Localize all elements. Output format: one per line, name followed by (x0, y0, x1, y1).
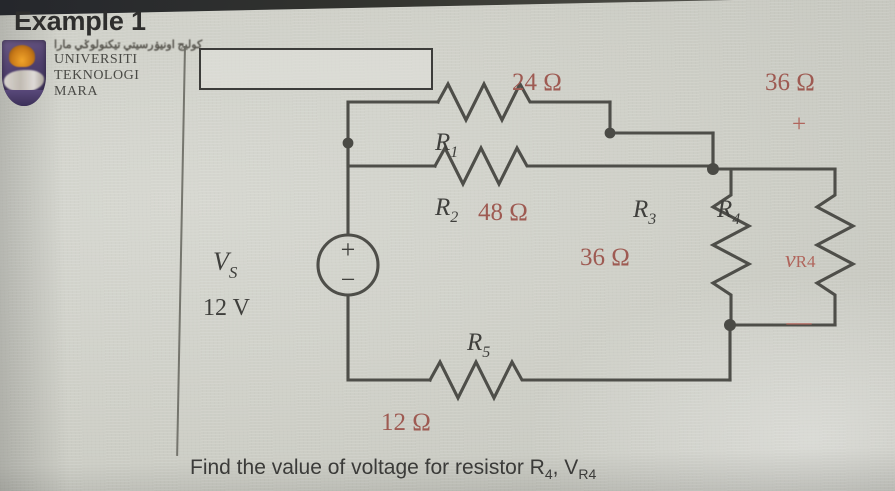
caption-sub-2: R4 (578, 466, 597, 483)
question-caption: Find the value of voltage for resistor R… (190, 456, 596, 482)
source-minus-sign: − (341, 265, 356, 294)
resistor-r4-symbol (813, 167, 857, 327)
uitm-crest-icon (2, 40, 46, 106)
wire-to-parallel-top (711, 131, 799, 171)
wire-source-bottom (346, 293, 432, 382)
institution-logo-block: كوليج اونيۏرسيتي تيكنولوݢي مارا UNIVERSI… (2, 38, 202, 130)
node-dot-top (604, 127, 616, 139)
page-title: Example 1 (14, 6, 146, 36)
crest-tiger-shape (4, 70, 44, 92)
resistor-r5-symbol (427, 358, 732, 402)
voltage-source-symbol (316, 233, 380, 297)
node-dot-left (342, 137, 354, 149)
institution-line-2: TEKNOLOGI (54, 68, 140, 83)
label-r2: R2 (434, 194, 458, 226)
wire-r2-left (346, 141, 437, 168)
value-r2: 48 Ω (478, 199, 528, 226)
institution-line-1: UNIVERSITI (54, 52, 138, 67)
value-r5: 12 Ω (381, 409, 431, 436)
circuit-diagram: R1 R2 R3 R4 R5 VS + − 12 V 24 Ω 48 Ω 36 … (203, 69, 857, 436)
resistor-r3-symbol (709, 167, 753, 327)
label-source: VS (213, 247, 238, 282)
node-dot-parallel-top (707, 163, 719, 175)
crest-flame-shape (9, 45, 35, 67)
value-r3: 36 Ω (580, 244, 630, 271)
label-r3: R3 (632, 196, 656, 228)
crest-base-shape (2, 90, 46, 106)
institution-jawi-script: كوليج اونيۏرسيتي تيكنولوݢي مارا (54, 39, 203, 51)
caption-prefix: Find the value of voltage for resistor R (190, 456, 545, 479)
vr4-label: vR4 (785, 247, 816, 273)
value-r1: 24 Ω (512, 69, 562, 96)
node-dot-parallel-bottom (724, 319, 736, 331)
title-box (199, 48, 433, 90)
institution-line-3: MARA (54, 84, 99, 99)
source-plus-sign: + (341, 235, 356, 264)
resistor-r2-symbol (432, 144, 715, 188)
source-value: 12 V (203, 295, 251, 321)
label-r4: R4 (716, 196, 740, 228)
resistor-r1-symbol (435, 80, 612, 124)
caption-sub-1: 4 (544, 466, 553, 483)
caption-middle: , V (552, 456, 579, 479)
wire-r1-left (346, 100, 440, 145)
label-r1: R1 (434, 129, 458, 161)
label-r5: R5 (466, 329, 490, 361)
value-r4: 36 Ω (765, 69, 815, 96)
vr4-minus-sign: — (786, 309, 813, 336)
vr4-plus-sign: + (792, 111, 806, 138)
